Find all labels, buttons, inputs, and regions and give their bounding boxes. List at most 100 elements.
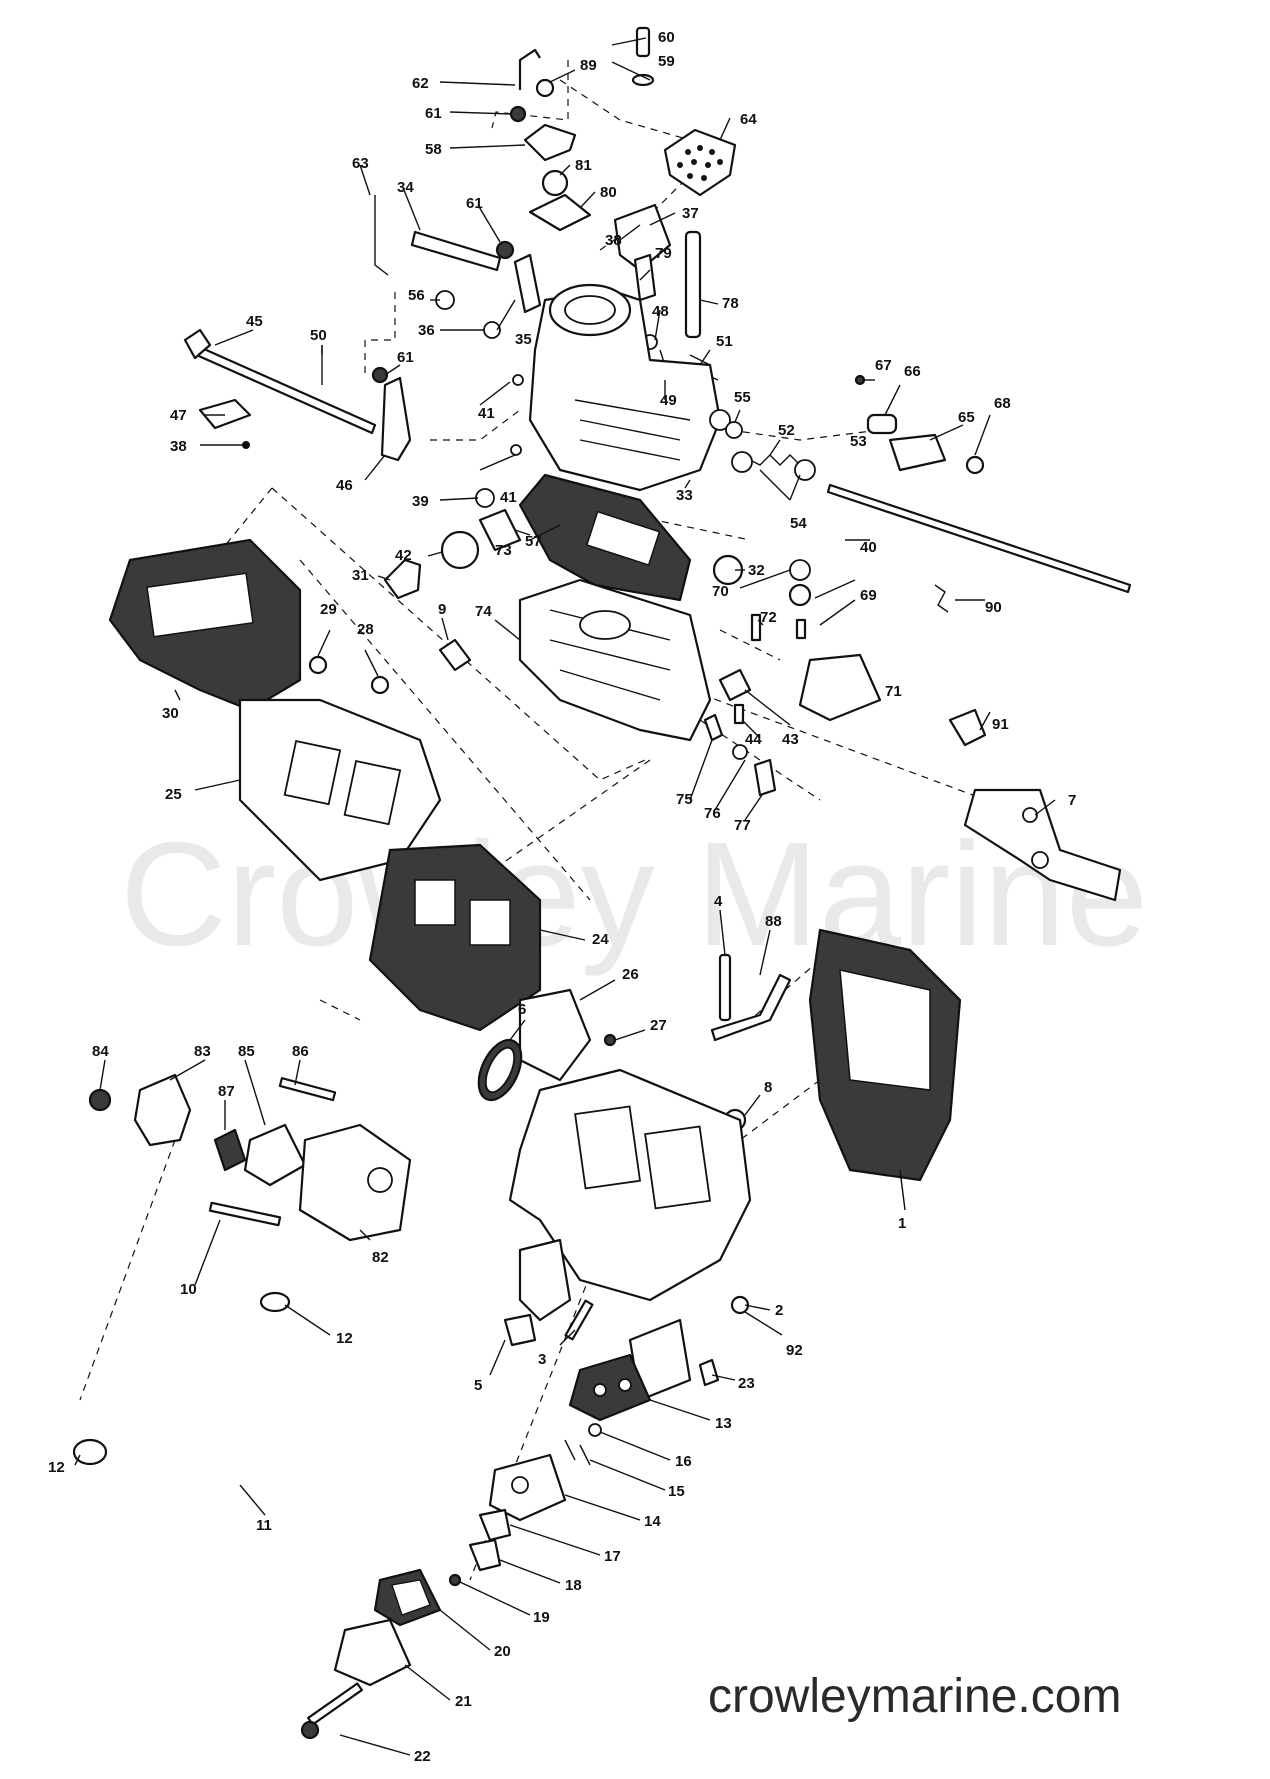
callout-8: 8 [764, 1079, 772, 1096]
callout-90: 90 [985, 599, 1002, 616]
screw-75 [703, 713, 724, 742]
lever-65 [888, 433, 947, 472]
nut-61c [371, 366, 389, 384]
callout-61: 61 [466, 195, 483, 212]
callout-53: 53 [850, 433, 867, 450]
screw-29 [308, 655, 328, 675]
callout-58: 58 [425, 141, 442, 158]
callout-36: 36 [418, 322, 435, 339]
callout-61: 61 [397, 349, 414, 366]
callout-9: 9 [438, 601, 446, 618]
callout-29: 29 [320, 601, 337, 618]
callout-77: 77 [734, 817, 751, 834]
callout-42: 42 [395, 547, 412, 564]
link-rod-63 [374, 195, 389, 276]
callout-73: 73 [495, 542, 512, 559]
callout-15: 15 [668, 1483, 685, 1500]
screw-19 [448, 1573, 462, 1587]
callout-64: 64 [740, 111, 757, 128]
callout-70: 70 [712, 583, 729, 600]
callout-49: 49 [660, 392, 677, 409]
washer-70 [789, 559, 811, 581]
screw-60 [635, 26, 651, 58]
callout-37: 37 [682, 205, 699, 222]
callout-30: 30 [162, 705, 179, 722]
callout-38: 38 [170, 438, 187, 455]
callout-78: 78 [722, 295, 739, 312]
clip-80 [528, 193, 592, 232]
callout-5: 5 [474, 1377, 482, 1394]
callout-45: 45 [246, 313, 263, 330]
sleeve-66 [866, 413, 898, 435]
screen-64 [663, 128, 737, 197]
bushing-81 [541, 169, 569, 197]
jet-69 [788, 583, 812, 607]
jet-69b [795, 618, 807, 640]
plug-41 [512, 374, 524, 386]
screw-10 [208, 1201, 282, 1227]
callout-74: 74 [475, 603, 492, 620]
lower-parts [72, 928, 962, 1740]
callout-76: 76 [704, 805, 721, 822]
clamp-12 [259, 1291, 291, 1313]
callout-80: 80 [600, 184, 617, 201]
pin-44 [733, 703, 745, 725]
top-parts [183, 26, 1132, 594]
callout-35: 35 [515, 331, 532, 348]
callout-34: 34 [397, 179, 414, 196]
callout-23: 23 [738, 1375, 755, 1392]
screw-86 [278, 1077, 337, 1102]
callout-67: 67 [875, 357, 892, 374]
callout-6: 6 [518, 1001, 526, 1018]
callout-69: 69 [860, 587, 877, 604]
callout-65: 65 [958, 409, 975, 426]
callout-22: 22 [414, 1748, 431, 1765]
callout-2: 2 [775, 1302, 783, 1319]
callout-38: 38 [605, 232, 622, 249]
knob-84 [88, 1088, 112, 1112]
needle-40 [826, 483, 1132, 594]
callout-72: 72 [760, 609, 777, 626]
spring-55 [725, 421, 743, 439]
callout-43: 43 [782, 731, 799, 748]
screw-23 [698, 1358, 720, 1387]
screw-38b [242, 441, 250, 449]
callout-40: 40 [860, 539, 877, 556]
callout-10: 10 [180, 1281, 197, 1298]
callout-62: 62 [412, 75, 429, 92]
callout-24: 24 [592, 931, 609, 948]
callout-17: 17 [604, 1548, 621, 1565]
spring-72 [750, 613, 762, 642]
callout-41: 41 [478, 405, 495, 422]
callout-83: 83 [194, 1043, 211, 1060]
callout-48: 48 [652, 303, 669, 320]
callout-39: 39 [412, 493, 429, 510]
callout-91: 91 [992, 716, 1009, 733]
callout-12: 12 [336, 1330, 353, 1347]
nut-61 [509, 105, 527, 123]
screw-68 [965, 455, 985, 475]
callout-46: 46 [336, 477, 353, 494]
carburetor-body-33 [528, 288, 722, 492]
washer-76 [732, 744, 748, 760]
plug-31 [383, 558, 422, 600]
screw-89 [535, 78, 555, 98]
callout-3: 3 [538, 1351, 546, 1368]
clip-9 [438, 638, 472, 672]
reed-block-26 [518, 988, 592, 1082]
left-parts [108, 538, 617, 1082]
callout-18: 18 [565, 1577, 582, 1594]
callout-26: 26 [622, 966, 639, 983]
leader-lines [74, 37, 1056, 1756]
callout-57: 57 [525, 533, 542, 550]
callout-60: 60 [658, 29, 675, 46]
plate-47 [198, 398, 252, 430]
callout-33: 33 [676, 487, 693, 504]
screw-28 [370, 675, 390, 695]
site-caption: crowleymarine.com [708, 1670, 1121, 1723]
callout-12: 12 [48, 1459, 65, 1476]
callout-85: 85 [238, 1043, 255, 1060]
springs-15 [564, 1439, 591, 1466]
callout-44: 44 [745, 731, 762, 748]
callout-87: 87 [218, 1083, 235, 1100]
